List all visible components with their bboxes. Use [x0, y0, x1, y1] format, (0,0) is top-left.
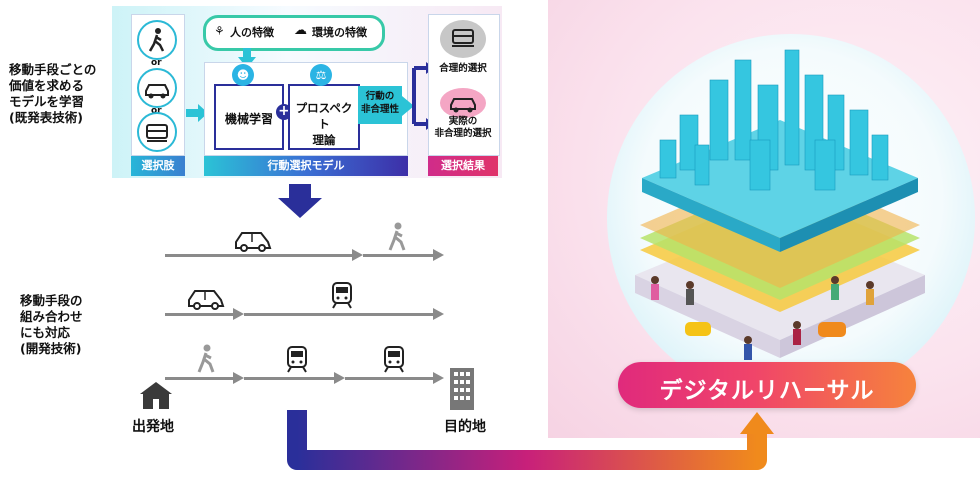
- car-icon: [235, 232, 272, 252]
- digital-rehearsal-banner: デジタルリハーサル: [618, 362, 916, 408]
- results-label: 選択結果: [428, 156, 498, 176]
- route-segment: [165, 254, 355, 257]
- arrow-features-down: [238, 48, 256, 68]
- pedestrians: [651, 276, 874, 360]
- route-segment: [165, 377, 235, 380]
- train-icon: [137, 112, 177, 152]
- train-icon: [384, 346, 404, 373]
- route-segment: [244, 377, 336, 380]
- route-segment: [244, 313, 435, 316]
- arrow-to-model: [186, 104, 208, 122]
- building-icon: [450, 368, 474, 410]
- prospect-theory-label: プロスペクト 理論: [295, 101, 353, 147]
- destination-label: 目的地: [444, 419, 486, 435]
- human-feature-icon: ⚘: [214, 24, 225, 38]
- route-segment: [345, 377, 435, 380]
- or-label: or: [151, 106, 162, 116]
- actual-choice-label: 実際の 非合理的選択: [434, 116, 492, 139]
- yellow-car: [685, 322, 711, 336]
- prospect-theory-box: プロスペクト 理論: [288, 84, 360, 150]
- train-icon: [287, 346, 307, 373]
- brain-icon: ☻: [232, 64, 254, 86]
- machine-learning-box: 機械学習: [214, 84, 284, 150]
- car-result-icon: [440, 88, 486, 118]
- existing-tech-label: 移動手段ごとの 価値を求める モデルを学習 (既発表技術): [9, 62, 97, 125]
- train-icon: [332, 282, 352, 309]
- balance-icon: ⚖: [310, 64, 332, 86]
- car-icon: [137, 68, 177, 108]
- walk-icon: [137, 20, 177, 60]
- choices-label: 選択肢: [131, 156, 185, 176]
- env-feature-label: 環境の特徴: [312, 26, 367, 39]
- new-tech-label: 移動手段の 組み合わせ にも対応 (開発技術): [20, 293, 83, 356]
- down-arrow: [278, 184, 322, 218]
- house-icon: [140, 382, 172, 409]
- irrationality-arrow: 行動の 非合理性: [358, 86, 402, 124]
- rational-choice-label: 合理的選択: [439, 63, 487, 74]
- irrationality-label: 行動の 非合理性: [360, 91, 399, 115]
- or-label: or: [151, 58, 162, 68]
- human-feature-label: 人の特徴: [230, 26, 274, 39]
- model-label: 行動選択モデル: [204, 156, 408, 176]
- city-illustration: [635, 49, 925, 360]
- walk-icon: [197, 344, 215, 373]
- banner-title: デジタルリハーサル: [659, 378, 875, 404]
- train-result-icon: [440, 20, 486, 58]
- connector-arrow: [287, 410, 774, 470]
- cloud-icon: ☁: [294, 23, 307, 38]
- orange-car: [818, 322, 846, 337]
- car-icon: [188, 290, 225, 310]
- machine-learning-label: 機械学習: [224, 112, 273, 126]
- features-pill: ⚘ 人の特徴 ☁ 環境の特徴: [203, 15, 385, 51]
- walk-icon: [388, 222, 406, 251]
- origin-label: 出発地: [132, 419, 174, 435]
- route-segment: [363, 254, 435, 257]
- route-segment: [165, 313, 235, 316]
